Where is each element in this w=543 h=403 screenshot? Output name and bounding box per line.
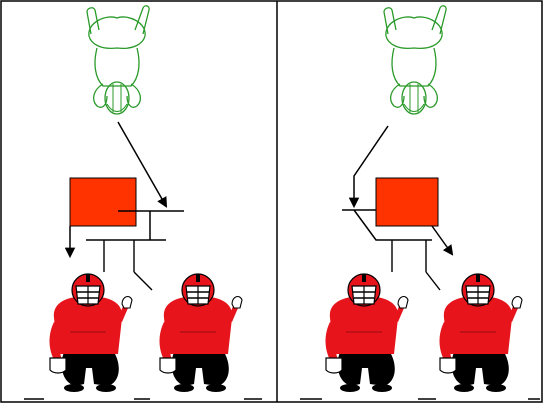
blocker-square bbox=[375, 177, 439, 227]
lineman-stem-diag bbox=[133, 271, 153, 291]
back-figure-icon bbox=[86, 5, 150, 115]
defender-figure-icon bbox=[48, 273, 133, 393]
left-play-panel bbox=[24, 5, 262, 400]
defender-figure-icon bbox=[324, 273, 409, 393]
blocker-square bbox=[69, 177, 137, 227]
blocker-release-arrow bbox=[431, 225, 454, 256]
back-figure-icon bbox=[383, 5, 447, 115]
block-line-diagonal bbox=[353, 209, 432, 241]
defender-figure-icon bbox=[158, 273, 243, 393]
right-play-panel bbox=[300, 5, 540, 400]
defender-figure-icon bbox=[438, 273, 523, 393]
carrier-route-arrow bbox=[117, 121, 168, 208]
lineman-stem-diag bbox=[425, 271, 441, 291]
carrier-route-arrow bbox=[348, 125, 389, 209]
